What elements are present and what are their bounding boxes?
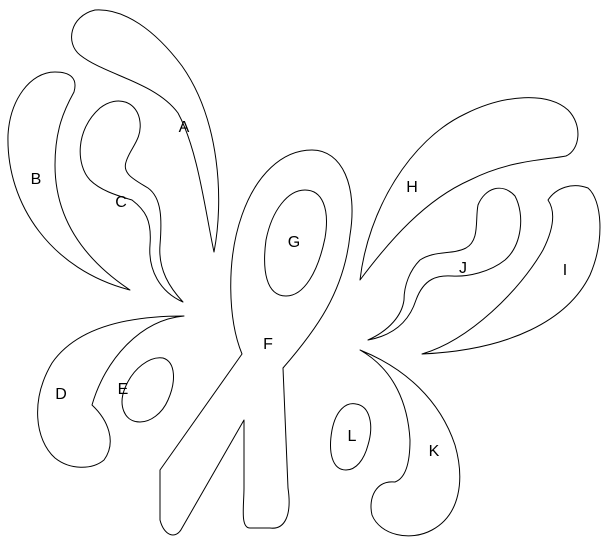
label-e: E <box>118 381 129 398</box>
region-j-shape <box>368 188 521 340</box>
label-c: C <box>115 194 127 211</box>
label-a: A <box>179 119 190 136</box>
label-i: I <box>563 262 567 279</box>
region-k-shape <box>360 350 460 536</box>
region-a-shape <box>72 10 219 252</box>
region-b-shape <box>8 72 130 290</box>
label-j: J <box>459 260 467 277</box>
region-h-shape <box>360 98 578 280</box>
region-i-shape <box>422 186 600 354</box>
region-e-shape <box>122 358 173 422</box>
label-l: L <box>348 428 357 445</box>
label-h: H <box>406 179 418 196</box>
region-f-shape <box>160 150 352 535</box>
label-g: G <box>288 234 300 251</box>
region-c-shape <box>80 101 183 302</box>
label-d: D <box>55 386 67 403</box>
label-f: F <box>263 336 273 353</box>
label-b: B <box>31 171 42 188</box>
label-k: K <box>429 443 440 460</box>
